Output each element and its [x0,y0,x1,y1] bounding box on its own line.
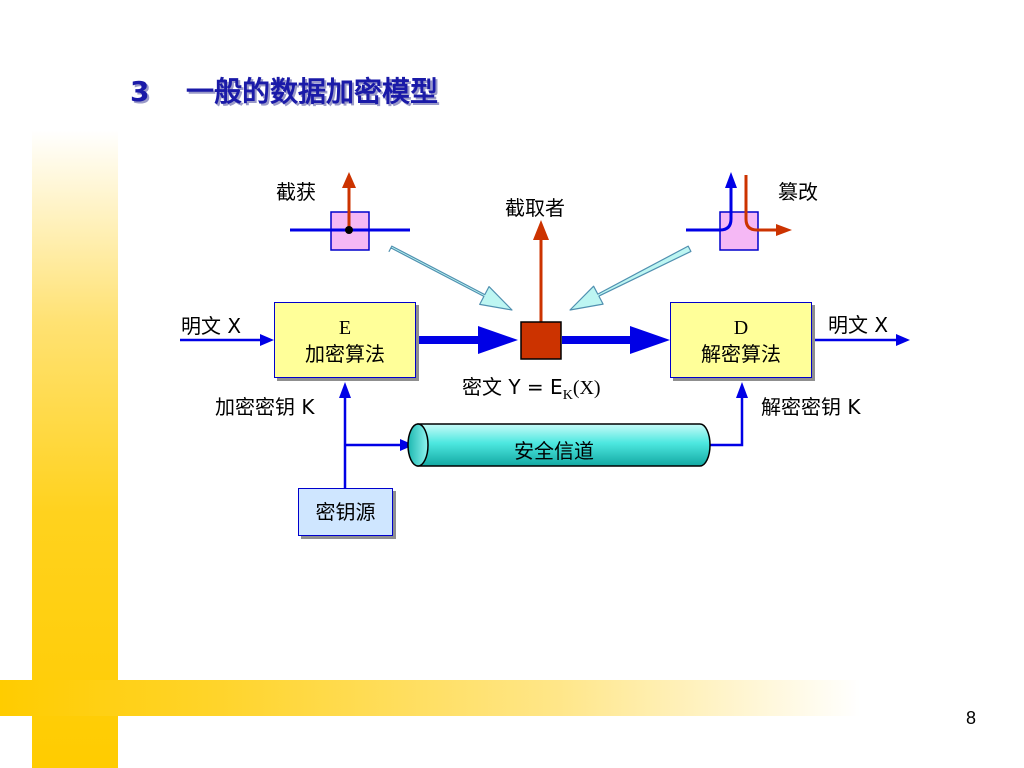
plaintext-input-label: 明文 X [181,314,242,338]
decrypt-box-name: 解密算法 [701,342,781,366]
ciphertext-label: 密文 Y = EK(X) [462,371,601,404]
key-source-box: 密钥源 [298,488,393,536]
decrypt-key-line [708,382,748,447]
decrypt-box-letter: D [733,317,749,339]
interceptor-label: 截取者 [505,196,565,220]
cipher-flow-arrow-left [418,326,518,354]
plaintext-in-arrow [180,334,274,346]
ciphertext-suffix: (X) [572,377,601,399]
plaintext-out-arrow [815,334,910,346]
encrypt-key-label: 加密密钥 K [215,395,315,419]
page-number: 8 [966,708,977,728]
intercept-diagonal-arrow [388,245,513,311]
tamper-label: 篡改 [778,180,818,204]
intercept-label: 截获 [276,180,316,204]
interceptor-arrow [533,220,549,322]
encrypt-box-letter: E [338,317,352,339]
secure-channel-label: 安全信道 [514,439,594,463]
secure-channel-pipe [407,423,711,467]
interceptor-node [520,321,562,360]
decor-vertical-bar [32,130,118,768]
encrypt-algorithm-box: E 加密算法 [274,302,416,378]
title-text: 一般的数据加密模型 [186,75,439,108]
decrypt-key-label: 解密密钥 K [761,395,861,419]
key-source-label: 密钥源 [315,500,376,524]
intercept-icon [290,172,410,251]
tamper-icon [686,172,792,251]
tamper-diagonal-arrow [569,245,692,311]
ciphertext-prefix: 密文 Y = E [462,375,563,399]
decor-horizontal-bar [0,680,860,716]
cipher-flow-arrow-right [562,326,670,354]
plaintext-output-label: 明文 X [828,313,889,337]
ciphertext-subscript: K [562,388,573,403]
decrypt-algorithm-box: D 解密算法 [670,302,812,378]
encrypt-key-line [339,382,351,488]
encrypt-box-name: 加密算法 [305,342,385,366]
title-number: 3 [130,75,150,108]
key-to-channel-line [345,439,414,451]
slide-title: 3 一般的数据加密模型 [130,70,438,110]
